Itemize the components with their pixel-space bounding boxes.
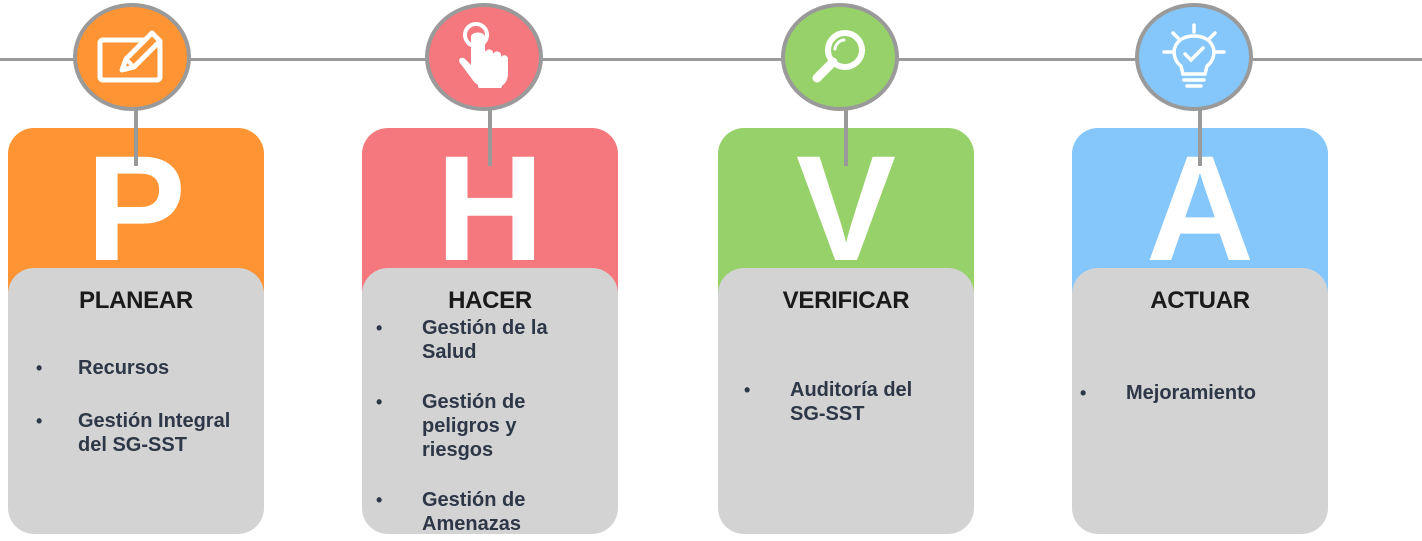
connector-stem — [844, 108, 848, 166]
list-item: Gestión de Amenazas — [372, 488, 582, 536]
list-item: Gestión de la Salud — [372, 316, 592, 364]
list-item: Recursos — [32, 356, 254, 380]
verificar-icon-circle — [781, 3, 899, 111]
list-item: Gestión Integral del SG-SST — [32, 409, 248, 457]
connector-stem — [134, 108, 138, 166]
stage-item-list: Recursos Gestión Integral del SG-SST — [32, 356, 254, 457]
touch-hand-icon — [459, 22, 508, 88]
stage-item-list: Gestión de la Salud Gestión de peligros … — [372, 316, 596, 536]
connector-stem — [488, 108, 492, 166]
stage-heading: PLANEAR — [79, 287, 193, 314]
magnifier-icon — [812, 30, 865, 83]
stage-heading: ACTUAR — [1150, 287, 1250, 314]
stage-item-list: Mejoramiento — [1076, 381, 1326, 405]
list-item: Gestión de peligros y riesgos — [372, 390, 572, 462]
planear-content-panel — [8, 268, 264, 534]
list-item: Auditoría del SG-SST — [740, 378, 940, 426]
stage-actuar: A ACTUAR Mejoramiento — [1072, 0, 1328, 541]
connector-stem — [1198, 108, 1202, 166]
stage-heading: HACER — [448, 287, 532, 314]
actuar-icon-circle — [1135, 3, 1253, 111]
stage-hacer: H HACER Gestión de la Salud Gestión de p… — [362, 0, 618, 541]
list-item: Mejoramiento — [1076, 381, 1326, 405]
stage-verificar: V VERIFICAR Auditoría del SG-SST — [718, 0, 974, 541]
stage-planear: P PLANEAR Recursos Gestión Integral del … — [8, 0, 264, 541]
stage-item-list: Auditoría del SG-SST — [740, 378, 960, 426]
lightbulb-check-icon — [1162, 23, 1226, 88]
planear-icon-circle — [73, 3, 191, 111]
edit-icon — [97, 30, 163, 83]
hacer-icon-circle — [425, 3, 543, 111]
stage-heading: VERIFICAR — [782, 287, 910, 314]
timeline-line — [0, 58, 1422, 61]
